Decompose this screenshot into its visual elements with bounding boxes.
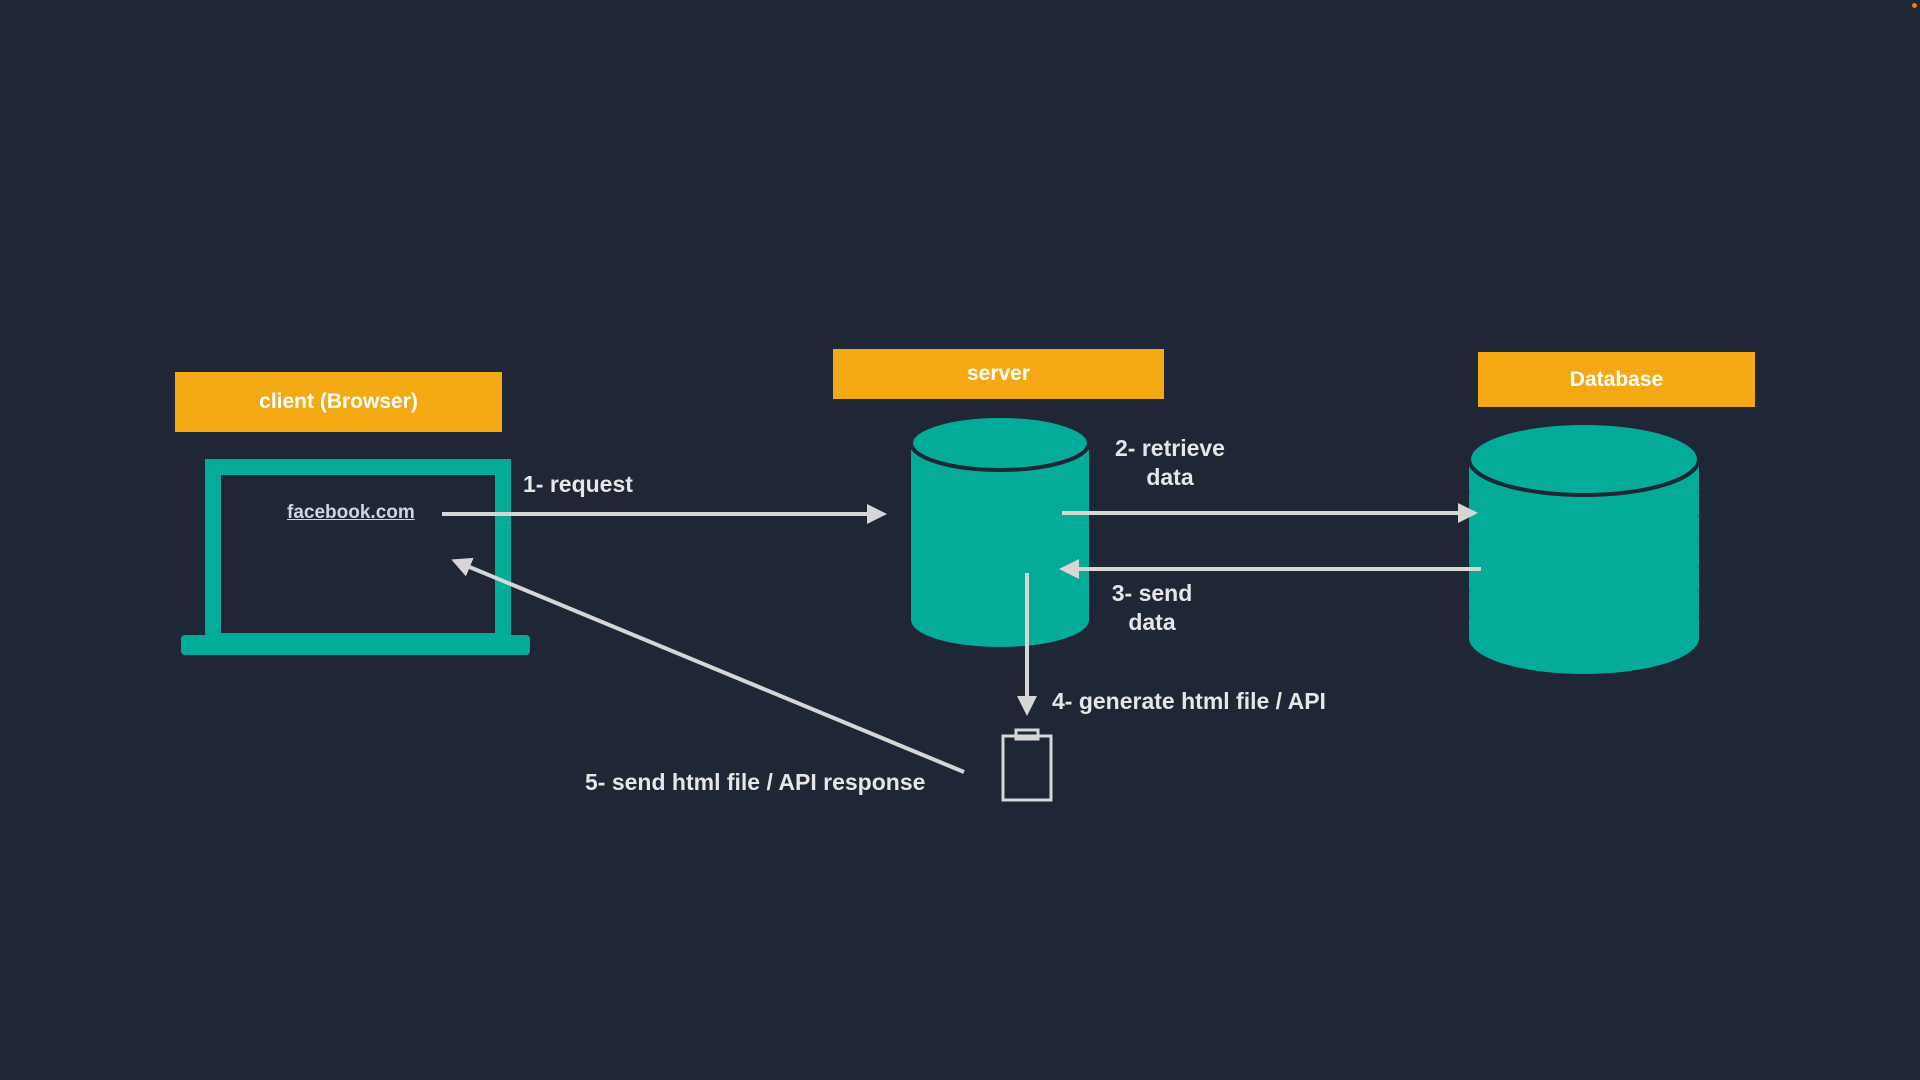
database-layer-top xyxy=(1467,421,1701,497)
corner-indicator-dot xyxy=(1912,3,1917,8)
cylinder-icon xyxy=(909,414,1091,647)
client-label-text: client (Browser) xyxy=(259,390,418,413)
database-label: Database xyxy=(1478,352,1755,407)
client-label: client (Browser) xyxy=(175,372,502,432)
browser-url: facebook.com xyxy=(287,502,415,523)
step-2-retrieve: 2- retrieve data xyxy=(1108,434,1232,492)
step-4-generate: 4- generate html file / API xyxy=(1052,688,1326,714)
laptop-icon xyxy=(181,459,530,655)
step-2-line-2: data xyxy=(1146,464,1194,490)
response-arrow xyxy=(451,557,965,774)
step-3-send-data: 3- send data xyxy=(1105,579,1199,637)
database-stack-icon xyxy=(1467,421,1701,674)
server-label: server xyxy=(833,349,1164,399)
step-2-line-1: 2- retrieve xyxy=(1115,435,1225,461)
server-label-text: server xyxy=(966,362,1031,385)
step-3-line-1: 3- send xyxy=(1111,580,1193,606)
clipboard-icon xyxy=(1001,728,1053,802)
step-1-request: 1- request xyxy=(523,471,633,497)
step-5-response: 5- send html file / API response xyxy=(585,769,926,795)
step-3-line-2: data xyxy=(1128,609,1176,635)
database-label-text: Database xyxy=(1569,367,1664,391)
